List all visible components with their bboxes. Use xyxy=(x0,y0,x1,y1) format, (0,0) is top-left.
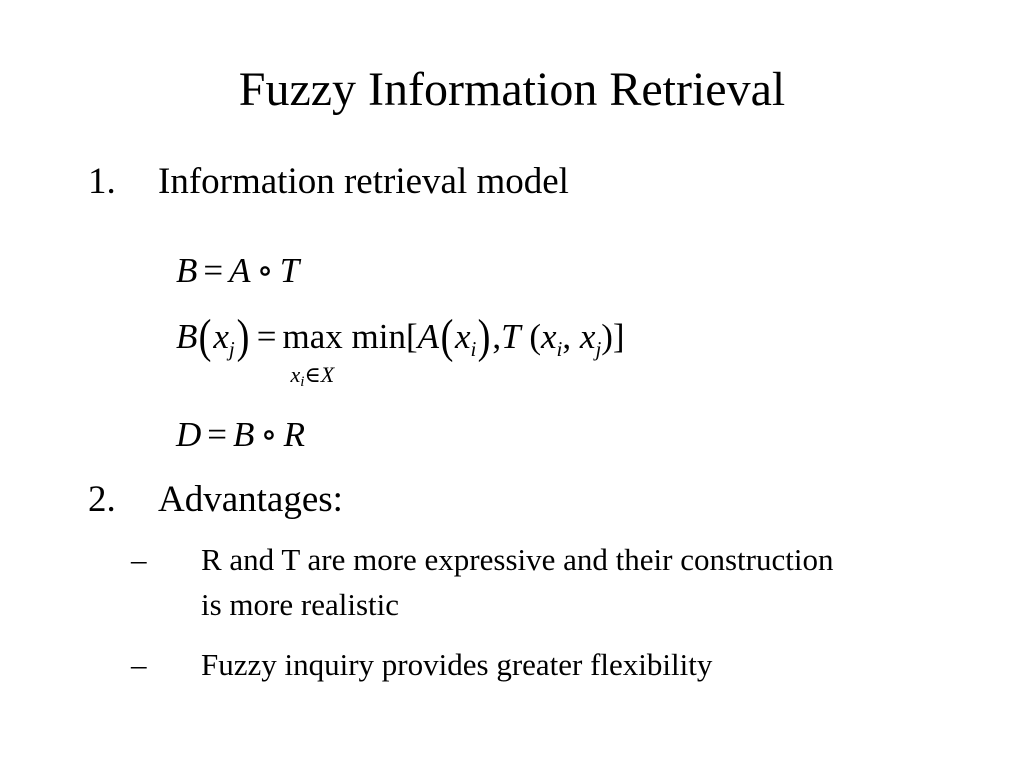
list-text: Advantages: xyxy=(158,479,343,520)
sub-bullet-text: R and T are more expressive and their co… xyxy=(201,542,834,622)
eq-max-underscript: xi∈X xyxy=(290,362,335,390)
eq-symbol: D xyxy=(176,415,202,454)
list-number: 2. xyxy=(88,479,116,520)
bullet-dash: – xyxy=(131,647,147,682)
eq-operator: = xyxy=(207,415,228,454)
eq-operator: = xyxy=(256,317,277,356)
slide-title: Fuzzy Information Retrieval xyxy=(238,63,786,116)
bullet-dash: – xyxy=(131,542,147,577)
eq-symbol: A xyxy=(229,251,251,290)
list-text: Information retrieval model xyxy=(158,161,569,202)
eq-symbol: T xyxy=(279,251,300,290)
eq-symbol: A xyxy=(417,317,440,356)
eq-symbol: B xyxy=(176,317,198,356)
eq-symbol: B xyxy=(233,415,255,454)
eq-max: max xyxy=(282,317,343,356)
eq-symbol: x xyxy=(213,317,229,356)
equation-composition-dr: D=B∘R xyxy=(176,414,305,456)
equation-composition-bt: B=A∘T xyxy=(176,250,299,292)
list-number: 1. xyxy=(88,161,116,202)
eq-subscript: j xyxy=(228,337,235,361)
eq-symbol: T xyxy=(501,317,521,356)
eq-operator: = xyxy=(203,251,224,290)
eq-symbol: B xyxy=(176,251,198,290)
eq-symbol: R xyxy=(283,415,305,454)
eq-min: min[ xyxy=(351,317,418,356)
eq-operator: ∘ xyxy=(256,251,274,290)
eq-operator: ∘ xyxy=(260,415,278,454)
sub-bullet-text: Fuzzy inquiry provides greater flexibili… xyxy=(201,647,713,682)
